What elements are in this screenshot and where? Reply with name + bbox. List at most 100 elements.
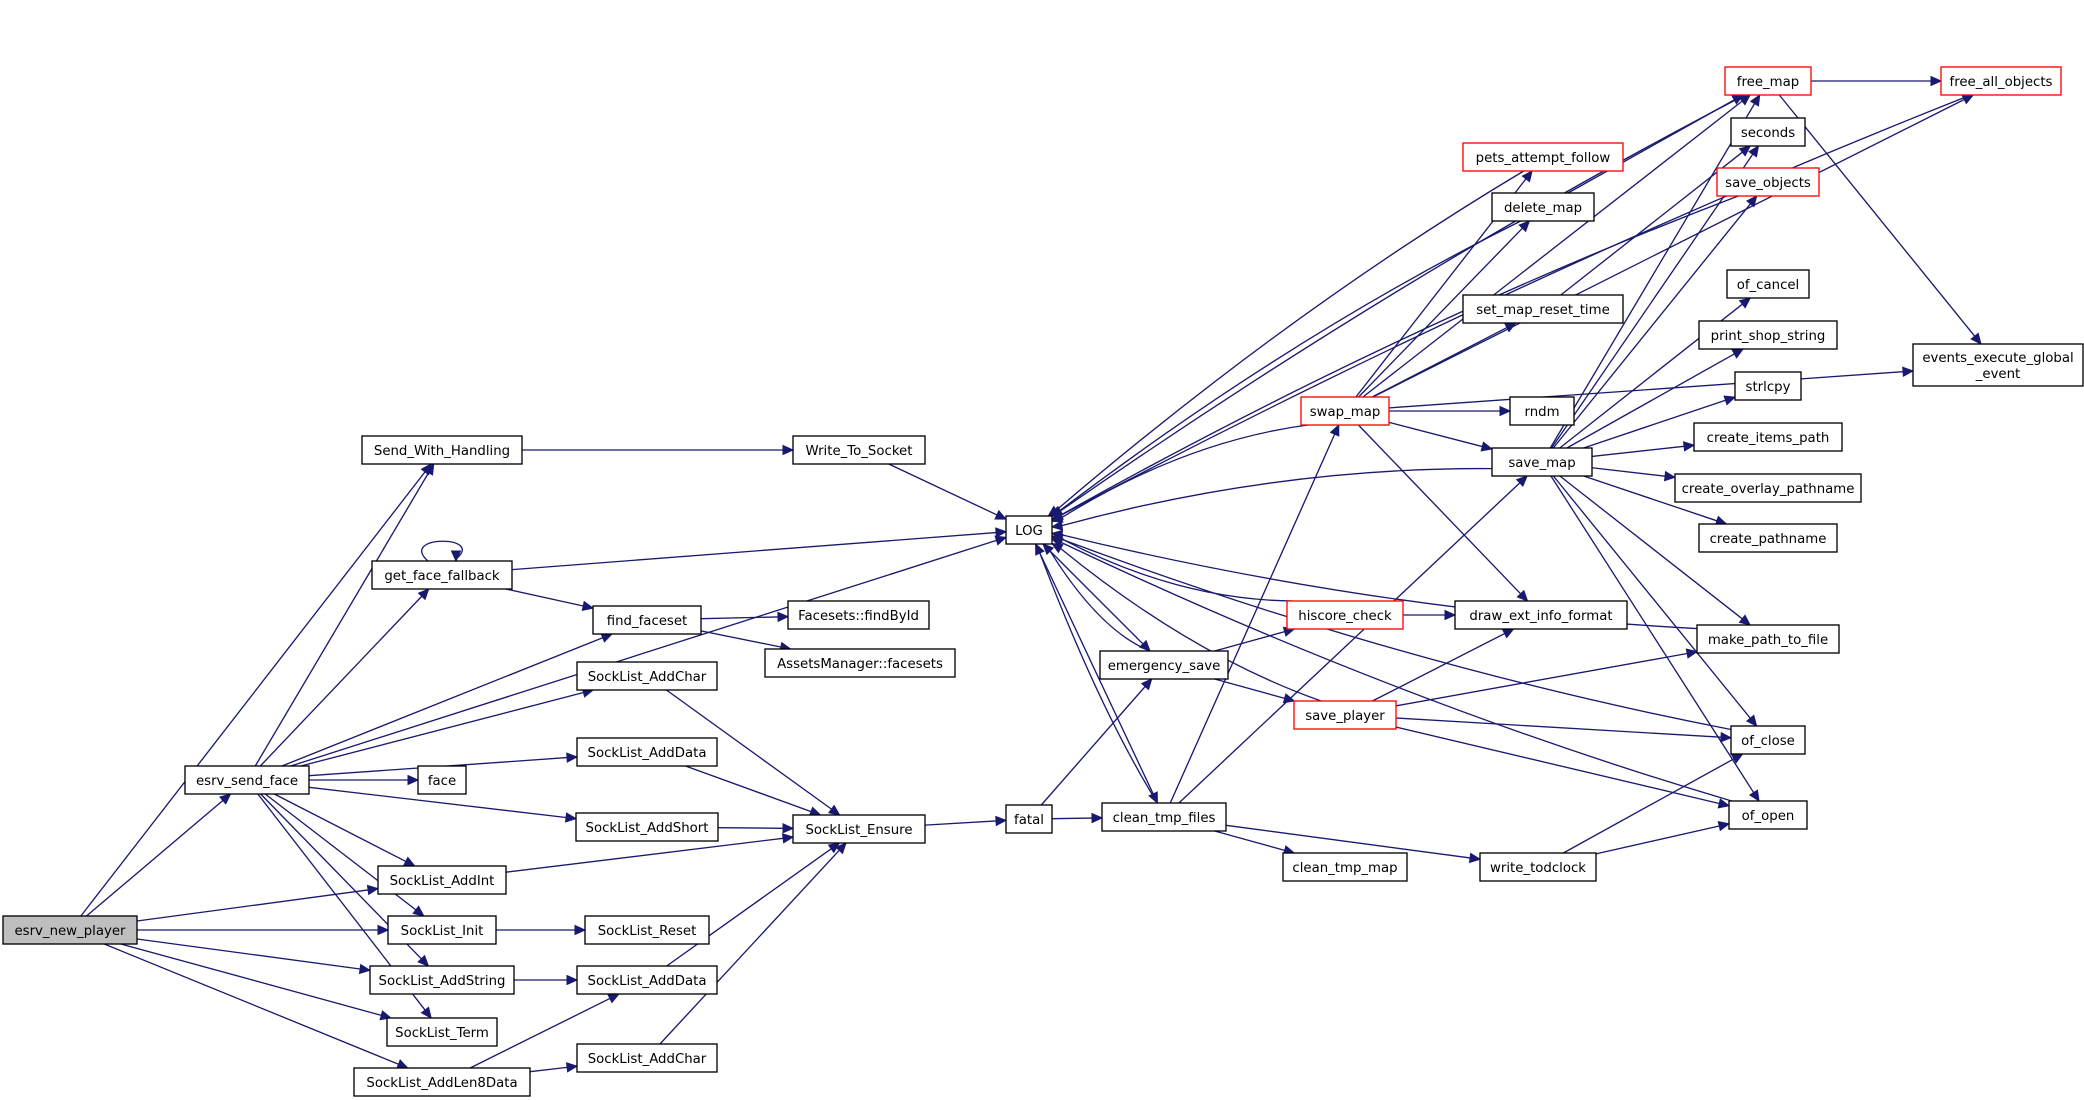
edge-arrowhead: [777, 611, 790, 623]
node-create-pathname[interactable]: create_pathname: [1698, 523, 1838, 553]
edge-arrowhead: [1516, 589, 1529, 602]
edge-line: [1560, 151, 1743, 296]
node-socklist-adddata-1[interactable]: SockList_AddData: [576, 737, 718, 767]
node-save-player[interactable]: save_player: [1293, 700, 1397, 730]
node-box: [1698, 523, 1838, 553]
edge-esrv_send_face-to-Send_With_Handling: [254, 462, 435, 767]
node-label: SockList_AddInt: [390, 874, 495, 889]
node-write-todclock[interactable]: write_todclock: [1479, 852, 1597, 882]
edge-esrv_new_player-to-SockList_AddString: [136, 938, 372, 975]
node-socklist-addstring[interactable]: SockList_AddString: [369, 965, 515, 995]
node-write-to-socket[interactable]: Write_To_Socket: [792, 435, 926, 465]
node-of-open[interactable]: of_open: [1728, 800, 1808, 830]
node-label: of_cancel: [1737, 278, 1800, 293]
node-label: hiscore_check: [1298, 609, 1392, 624]
node-delete-map[interactable]: delete_map: [1491, 192, 1595, 222]
edge-arrowhead: [1970, 332, 1982, 345]
node-box: [576, 661, 718, 691]
node-hiscore-check[interactable]: hiscore_check: [1286, 600, 1404, 630]
node-seconds[interactable]: seconds: [1730, 117, 1806, 147]
edge-arrowhead: [1499, 405, 1512, 417]
node-facesets-findbyid[interactable]: Facesets::findById: [787, 600, 930, 630]
node-save-objects[interactable]: save_objects: [1716, 167, 1820, 197]
edge-save_map-to-strlcpy: [1583, 395, 1737, 449]
node-strlcpy[interactable]: strlcpy: [1734, 371, 1802, 401]
node-face[interactable]: face: [417, 765, 467, 795]
edge-get_face_fallback-to-LOG: [511, 527, 1008, 571]
node-box: [361, 435, 523, 465]
edge-pets_attempt_follow-to-LOG: [1047, 170, 1525, 517]
node-create-items-path[interactable]: create_items_path: [1693, 422, 1843, 452]
edge-arrowhead: [1518, 220, 1531, 233]
edge-hiscore_check-to-LOG: [1050, 533, 1293, 602]
edge-arrowhead: [1723, 395, 1737, 406]
node-box: [1282, 852, 1408, 882]
node-socklist-addshort[interactable]: SockList_AddShort: [575, 812, 719, 842]
node-socklist-reset[interactable]: SockList_Reset: [584, 915, 710, 945]
edge-line: [300, 691, 584, 767]
node-make-path-to-file[interactable]: make_path_to_file: [1696, 624, 1840, 654]
edge-line: [1061, 467, 1493, 527]
node-socklist-adddata-2[interactable]: SockList_AddData: [576, 965, 718, 995]
node-assetsmanager-facesets[interactable]: AssetsManager::facesets: [764, 648, 956, 678]
node-get-face-fallback[interactable]: get_face_fallback: [371, 560, 513, 590]
node-log[interactable]: LOG: [1005, 515, 1053, 545]
edge-fatal-to-emergency_save: [1040, 678, 1153, 806]
node-label: SockList_Reset: [598, 924, 697, 939]
node-of-close[interactable]: of_close: [1730, 725, 1806, 755]
node-pets-attempt-follow[interactable]: pets_attempt_follow: [1462, 142, 1624, 172]
node-emergency-save[interactable]: emergency_save: [1099, 650, 1229, 680]
node-clean-tmp-files[interactable]: clean_tmp_files: [1101, 802, 1227, 832]
edge-arrowhead: [396, 1059, 409, 1069]
node-save-map[interactable]: save_map: [1491, 447, 1593, 477]
edge-line: [104, 943, 399, 1065]
edge-Send_With_Handling-to-Write_To_Socket: [522, 444, 795, 456]
node-socklist-init[interactable]: SockList_Init: [387, 915, 497, 945]
node-fatal[interactable]: fatal: [1005, 804, 1053, 834]
edge-line: [1060, 94, 1971, 516]
node-label: free_all_objects: [1950, 75, 2053, 90]
node-esrv-new-player[interactable]: esrv_new_player: [2, 915, 138, 945]
node-draw-ext-info-format[interactable]: draw_ext_info_format: [1454, 600, 1628, 630]
node-of-cancel[interactable]: of_cancel: [1726, 269, 1810, 299]
node-label: save_player: [1305, 709, 1385, 724]
node-box: [1005, 804, 1053, 834]
node-socklist-addchar-1[interactable]: SockList_AddChar: [576, 661, 718, 691]
edge-arrowhead: [358, 963, 372, 975]
node-free-all-objects[interactable]: free_all_objects: [1940, 66, 2062, 96]
edge-arrowhead: [1738, 297, 1752, 309]
node-box: [386, 1017, 498, 1047]
node-send-with-handling[interactable]: Send_With_Handling: [361, 435, 523, 465]
node-socklist-addlen8data[interactable]: SockList_AddLen8Data: [353, 1067, 531, 1097]
node-print-shop-string[interactable]: print_shop_string: [1698, 320, 1838, 350]
edge-write_todclock-to-of_open: [1595, 820, 1731, 855]
node-label: pets_attempt_follow: [1476, 151, 1611, 166]
edge-line: [469, 997, 611, 1069]
node-clean-tmp-map[interactable]: clean_tmp_map: [1282, 852, 1408, 882]
node-create-overlay-pathname[interactable]: create_overlay_pathname: [1674, 473, 1862, 503]
node-swap-map[interactable]: swap_map: [1300, 396, 1390, 426]
node-socklist-term[interactable]: SockList_Term: [386, 1017, 498, 1047]
node-socklist-ensure[interactable]: SockList_Ensure: [792, 814, 926, 844]
node-label: emergency_save: [1108, 659, 1221, 674]
node-events-execute-global-event[interactable]: events_execute_global_event: [1912, 343, 2084, 387]
node-socklist-addint[interactable]: SockList_AddInt: [377, 865, 507, 895]
edge-arrowhead: [1480, 441, 1494, 452]
node-socklist-addchar-2[interactable]: SockList_AddChar: [576, 1043, 718, 1073]
node-label: of_close: [1741, 734, 1795, 749]
edge-arrowhead: [1720, 731, 1733, 743]
node-free-map[interactable]: free_map: [1724, 66, 1812, 96]
node-box: [764, 648, 956, 678]
node-rndm[interactable]: rndm: [1509, 396, 1575, 426]
node-esrv-send-face[interactable]: esrv_send_face: [184, 765, 310, 795]
node-set-map-reset-time[interactable]: set_map_reset_time: [1462, 294, 1624, 324]
edge-line: [1225, 824, 1471, 859]
edge-line: [86, 799, 224, 917]
edge-esrv_new_player-to-SockList_Init: [137, 924, 390, 936]
edge-line: [1039, 552, 1158, 804]
node-find-faceset[interactable]: find_faceset: [592, 605, 702, 635]
edge-arrowhead: [781, 833, 795, 844]
edge-esrv_new_player-to-SockList_AddInt: [136, 884, 380, 922]
node-label: esrv_new_player: [14, 924, 126, 939]
node-label: print_shop_string: [1711, 329, 1826, 344]
